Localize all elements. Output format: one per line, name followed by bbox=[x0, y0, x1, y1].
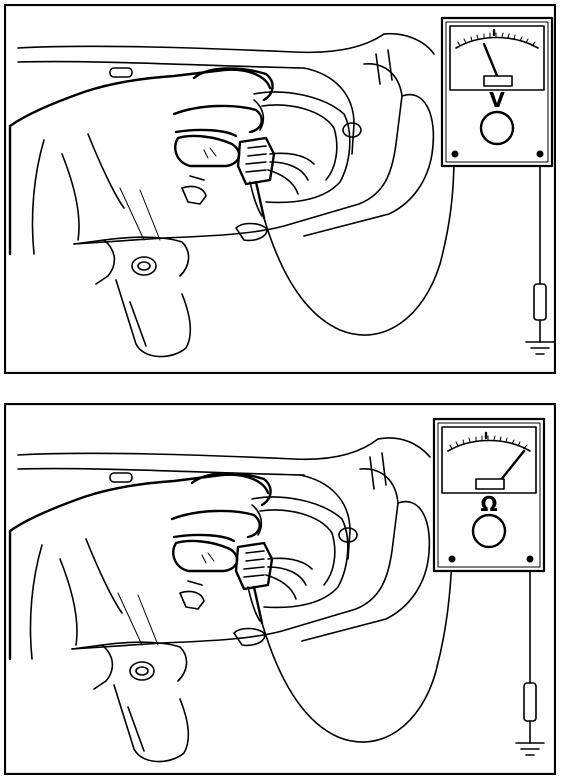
meter-selector-knob bbox=[479, 110, 515, 146]
mounting-bracket bbox=[73, 175, 207, 358]
wiring-connector bbox=[234, 541, 313, 625]
meter-mode-symbol: Ω bbox=[480, 492, 497, 516]
wiring-connector bbox=[236, 136, 315, 220]
resistance-test-drawing: Ω bbox=[4, 403, 556, 775]
multimeter: Ω bbox=[432, 417, 546, 573]
connector-cavity bbox=[233, 496, 349, 647]
ground-symbol bbox=[515, 742, 545, 756]
vehicle-body-panel bbox=[17, 32, 435, 245]
vehicle-body-panel bbox=[17, 437, 431, 650]
meter-needle bbox=[498, 449, 526, 483]
ground-symbol bbox=[525, 341, 555, 355]
meter-mode-symbol: V bbox=[489, 88, 505, 112]
meter-terminal-negative bbox=[526, 555, 534, 563]
connector-cavity bbox=[235, 91, 351, 242]
meter-needle bbox=[482, 42, 500, 80]
mounting-bracket bbox=[71, 580, 205, 763]
meter-scale bbox=[447, 431, 531, 452]
meter-selector-knob bbox=[471, 513, 507, 549]
ground-clip bbox=[523, 682, 537, 744]
technician-hand bbox=[8, 67, 274, 256]
meter-scale bbox=[455, 28, 539, 49]
ground-clip bbox=[533, 283, 547, 343]
meter-dial-window bbox=[441, 426, 537, 494]
resistance-test-illustration: Ω bbox=[4, 403, 556, 775]
voltage-test-drawing: V bbox=[4, 4, 556, 374]
multimeter: V bbox=[440, 16, 554, 168]
panel-frame bbox=[4, 403, 556, 775]
meter-terminal-negative bbox=[536, 150, 544, 158]
meter-terminal-positive bbox=[448, 555, 456, 563]
positive-test-lead bbox=[263, 155, 455, 336]
positive-test-lead bbox=[261, 558, 453, 743]
technician-hand bbox=[8, 472, 272, 661]
panel-frame bbox=[4, 4, 556, 374]
meter-needle-base bbox=[475, 478, 505, 490]
meter-terminal-positive bbox=[451, 150, 459, 158]
meter-needle-base bbox=[483, 75, 513, 87]
voltage-test-illustration: V bbox=[4, 4, 556, 374]
